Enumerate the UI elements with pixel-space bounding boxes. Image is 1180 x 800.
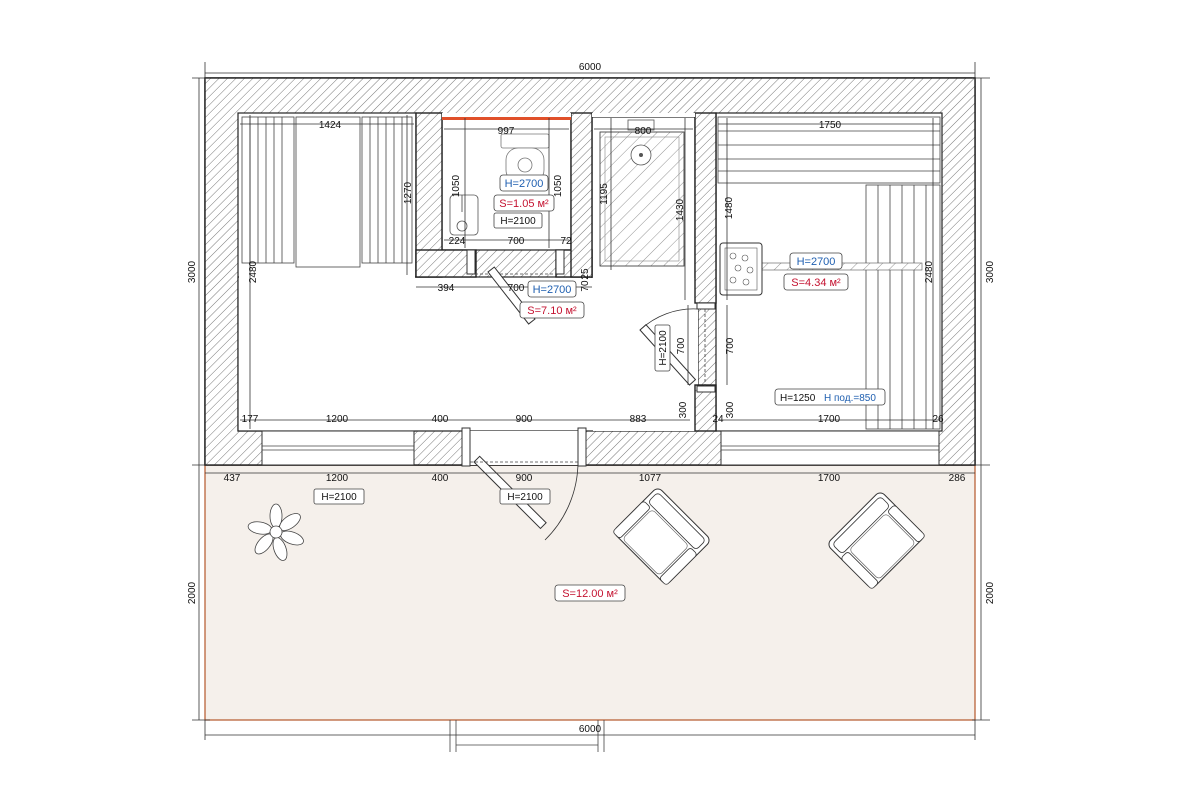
rest-table xyxy=(295,116,361,268)
dim-overall-bottom: 6000 xyxy=(579,724,602,735)
dim-sauna-right: 2480 xyxy=(924,260,935,283)
dim-o-286: 286 xyxy=(949,473,966,484)
dim-left-terrace: 2000 xyxy=(187,581,198,604)
top-inner-white xyxy=(442,113,571,117)
dim-wc-72: 72 xyxy=(560,236,572,247)
shower-top-white xyxy=(592,113,695,117)
shelf-podium-label: H под.=850 xyxy=(824,393,876,404)
dim-o-1200: 1200 xyxy=(326,473,349,484)
dim-corr-394: 394 xyxy=(438,283,455,294)
wc-area-label: S=1.05 м² xyxy=(499,198,549,210)
sauna-door-height-label: H=2100 xyxy=(658,330,669,366)
dim-overall-top: 6000 xyxy=(579,62,602,73)
partition-shower-sauna xyxy=(694,112,717,304)
dim-rest-left: 2480 xyxy=(248,260,259,283)
rest-bench-right xyxy=(361,116,413,264)
entry-opening xyxy=(470,431,580,465)
dim-o-1700: 1700 xyxy=(818,473,841,484)
partition-sauna-low xyxy=(694,384,717,432)
dimension-lines xyxy=(192,62,990,740)
dim-b-26: 26 xyxy=(932,414,944,425)
dim-b-1700: 1700 xyxy=(818,414,841,425)
dim-right-main: 3000 xyxy=(985,260,996,283)
dim-corr-700: 700 xyxy=(508,283,525,294)
dim-sauna-left: 1480 xyxy=(724,196,735,219)
window-height-label: H=2100 xyxy=(321,492,357,503)
dim-shower-top: 800 xyxy=(635,126,652,137)
hall-height-label: H=2700 xyxy=(533,284,572,296)
sauna-area-label: S=4.34 м² xyxy=(791,277,841,289)
dim-wc-700: 700 xyxy=(508,236,525,247)
dim-rest-height: 1270 xyxy=(403,181,414,204)
dim-b-300b: 300 xyxy=(725,401,736,418)
dim-corr-v700a: 700 xyxy=(676,337,687,354)
dim-b-883: 883 xyxy=(630,414,647,425)
front-wall-right-window xyxy=(720,430,940,466)
dim-rest-top: 1424 xyxy=(319,120,342,131)
dim-corr-v700b: 700 xyxy=(725,337,736,354)
dim-corr-70: 70 xyxy=(580,280,591,292)
armchair-icon xyxy=(828,492,925,589)
dim-wc-top: 997 xyxy=(498,126,515,137)
jamb-right xyxy=(577,427,587,467)
entry-door-height-label: H=2100 xyxy=(507,492,543,503)
armchair-icon xyxy=(613,488,710,585)
dim-o-900: 900 xyxy=(516,473,533,484)
partition-wc-shower xyxy=(570,112,593,278)
dim-b-300a: 300 xyxy=(678,401,689,418)
sink-icon xyxy=(449,194,479,236)
dim-b-24: 24 xyxy=(712,414,724,425)
dim-wc-h-left: 1050 xyxy=(451,174,462,197)
dim-shower-right: 1430 xyxy=(675,198,686,221)
sauna-bench-top xyxy=(717,116,941,184)
dim-wc-h-right: 1050 xyxy=(553,174,564,197)
sauna-height-label: H=2700 xyxy=(797,256,836,268)
wc-top-strip xyxy=(442,117,571,120)
wc-height-label: H=2700 xyxy=(505,178,544,190)
partition-wc-bottom xyxy=(415,249,477,278)
sauna-bench-side xyxy=(865,184,941,430)
shower-tray-icon xyxy=(599,119,685,267)
dim-b-177: 177 xyxy=(242,414,259,425)
dim-b-900: 900 xyxy=(516,414,533,425)
dim-wc-224: 224 xyxy=(449,236,466,247)
dim-right-terrace: 2000 xyxy=(985,581,996,604)
dim-o-437: 437 xyxy=(224,473,241,484)
dim-o-400: 400 xyxy=(432,473,449,484)
plant-icon xyxy=(247,503,304,561)
hall-area-label: S=7.10 м² xyxy=(527,305,577,317)
front-wall-left-window xyxy=(261,430,415,466)
jamb-left xyxy=(461,427,471,467)
stove-icon xyxy=(719,242,763,296)
wc-door-height-label: H=2100 xyxy=(500,216,536,227)
dim-o-1077: 1077 xyxy=(639,473,662,484)
terrace-area-label: S=12.00 м² xyxy=(562,588,618,600)
toilet-icon xyxy=(500,133,550,183)
dim-left-main: 3000 xyxy=(187,260,198,283)
stairs xyxy=(449,720,605,752)
dim-b-400: 400 xyxy=(432,414,449,425)
dim-b-1200: 1200 xyxy=(326,414,349,425)
shelf-height-label: H=1250 xyxy=(780,393,816,404)
dim-corr-25: 25 xyxy=(580,268,591,280)
dim-sauna-top: 1750 xyxy=(819,120,842,131)
dim-shower-h: 1195 xyxy=(599,183,610,205)
